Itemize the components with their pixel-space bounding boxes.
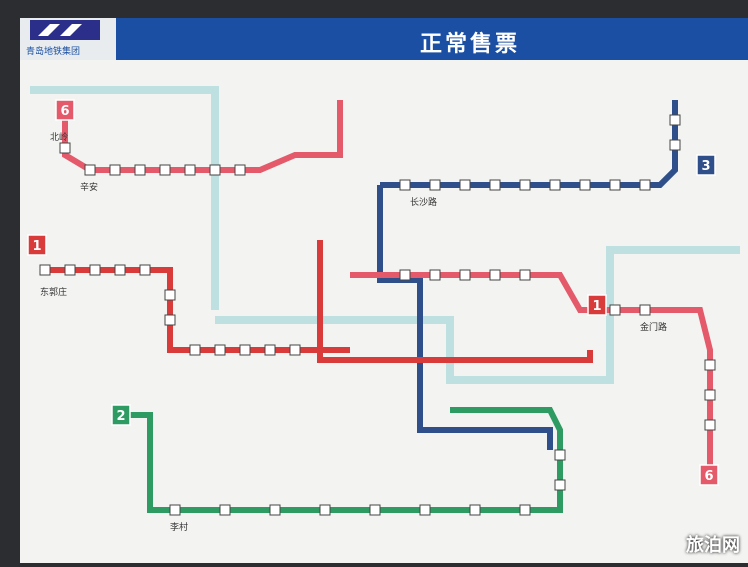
svg-text:3: 3	[701, 159, 710, 174]
station-label: 长沙路	[410, 196, 437, 208]
page-title: 正常售票	[420, 32, 521, 57]
line-3-path	[380, 100, 678, 188]
line-6-badge-top: 6	[55, 99, 75, 121]
svg-text:1: 1	[32, 239, 41, 254]
line-6-badge-bottom: 6	[699, 464, 719, 486]
svg-text:6: 6	[704, 469, 713, 484]
logo-mark-icon	[30, 20, 100, 40]
header-bar	[20, 18, 748, 60]
line-6-path	[62, 100, 343, 173]
line-1-badge-left: 1	[27, 234, 47, 256]
metro-map: 6 1 2 3 1 6 北岭 辛安	[20, 60, 748, 563]
station-label: 金门路	[640, 321, 667, 333]
svg-text:2: 2	[116, 409, 125, 424]
logo-text: 青岛地铁集团	[26, 47, 81, 57]
line-1-badge-right: 1	[587, 294, 607, 316]
line-1-path	[40, 267, 350, 353]
station-label: 辛安	[80, 181, 98, 193]
line-2-path	[120, 407, 563, 513]
line-3-badge: 3	[696, 154, 716, 176]
station-label: 李村	[170, 521, 188, 533]
line-1-right-path	[350, 272, 713, 470]
company-logo: 青岛地铁集团	[20, 18, 116, 60]
svg-text:6: 6	[60, 104, 69, 119]
station-label: 东郭庄	[40, 286, 67, 298]
line-2-badge: 2	[111, 404, 131, 426]
svg-text:1: 1	[592, 299, 601, 314]
watermark: 旅泊网	[686, 535, 740, 556]
station-label: 北岭	[50, 131, 68, 143]
metro-map-svg: 6 1 2 3 1 6 北岭 辛安	[27, 86, 740, 533]
